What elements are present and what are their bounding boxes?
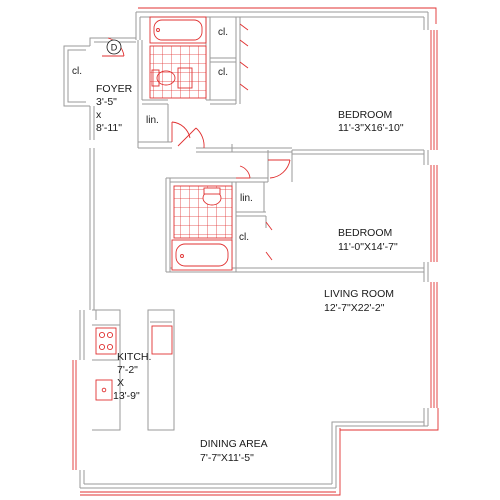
kitchen-dim-1: 7'-2" [117, 364, 138, 376]
sink-1 [177, 67, 193, 89]
bedroom-1-name: BEDROOM [338, 109, 393, 121]
windows [72, 7, 439, 496]
kitchen-by: X [117, 377, 125, 389]
closet-a-label: cl. [218, 27, 228, 38]
linen-closet-2-label: lin. [240, 193, 253, 204]
bathtub-1 [149, 16, 207, 44]
foyer-by: x [96, 109, 102, 121]
dryer-label: D [111, 43, 118, 53]
linen-closet-1-label: lin. [146, 115, 159, 126]
living-room-dims: 12'-7"X22'-2" [324, 302, 385, 314]
dining-area-name: DINING AREA [200, 438, 268, 450]
dining-area-dims: 7'-7"X11'-5" [200, 452, 254, 464]
refrigerator [151, 325, 173, 355]
kitchen-name: KITCH. [117, 351, 152, 363]
closet-b-label: cl. [218, 67, 228, 78]
bedroom-2-dims: 11'-0"X14'-7" [338, 241, 398, 253]
bedroom-2-closet-label: cl. [239, 232, 249, 243]
bathtub-2 [171, 239, 233, 271]
toilet-2 [203, 187, 221, 195]
dryer-symbol [106, 39, 122, 55]
stove [95, 327, 117, 355]
bedroom-1-dims: 11'-3"X16'-10" [338, 122, 404, 134]
living-room-name: LIVING ROOM [324, 288, 395, 300]
foyer-closet-label: cl. [72, 66, 82, 77]
foyer-dim-1: 3'-5" [96, 96, 117, 108]
fixtures [95, 16, 291, 401]
foyer-name: FOYER [96, 83, 133, 95]
toilet-1 [151, 69, 160, 87]
kitchen-sink [95, 379, 113, 401]
foyer-dim-2: 8'-11" [96, 122, 122, 134]
bedroom-2-name: BEDROOM [338, 227, 393, 239]
kitchen-dim-2: 13'-9" [113, 390, 140, 402]
interior-walls [92, 17, 424, 431]
